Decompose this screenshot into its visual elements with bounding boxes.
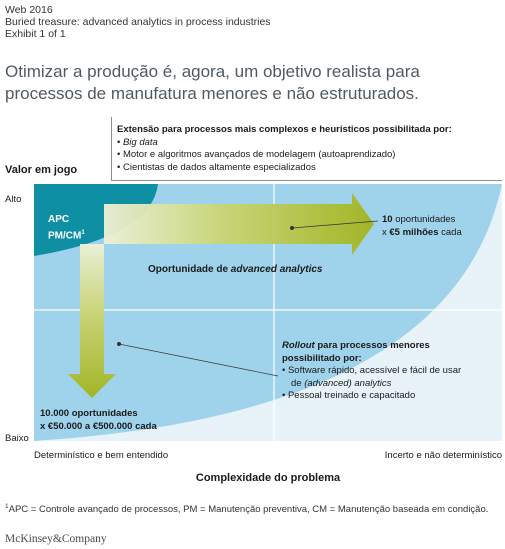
pointer-dot-bottom — [117, 342, 121, 346]
rollout-bullet: • Pessoal treinado e capacitado — [282, 390, 416, 401]
source-label: Web 2016 — [5, 4, 53, 16]
y-axis-title: Valor em jogo — [5, 164, 78, 176]
x-axis-right-label: Incerto e não determinístico — [384, 450, 502, 461]
apc-label-text: PM/CM — [48, 229, 82, 241]
rollout-title-italic: Rollout — [282, 340, 315, 351]
apc-region — [34, 184, 158, 256]
top-callout-bullet-text: Cientistas de dados altamente especializ… — [122, 161, 316, 173]
top-callout-bullet-text: Big data — [122, 136, 158, 148]
top-right-quantity: 10 oportunidades x €5 milhões cada — [382, 214, 462, 239]
apc-label-line1: APC — [48, 214, 70, 225]
top-right-line2: x €5 milhões cada — [382, 227, 462, 240]
vertical-arrow — [68, 244, 116, 398]
rollout-bullet-cont-text: de — [291, 377, 305, 389]
top-callout-bullet: • Cientistas de dados altamente especial… — [117, 161, 316, 173]
footnote: 1APC = Controle avançado de processos, P… — [5, 501, 500, 516]
rollout-title-line2: possibilitado por: — [282, 352, 362, 364]
analytics-opportunity-region — [34, 184, 502, 441]
rollout-bullet-cont: de (advanced) analytics — [282, 378, 461, 391]
callout-divider-left — [111, 117, 112, 181]
rollout-title-rest: para processos menores — [314, 340, 430, 351]
top-callout-bullet-text: Motor e algoritmos avançados de modelage… — [122, 149, 396, 160]
brand-logo: McKinsey&Company — [5, 533, 107, 545]
top-right-count-suffix: oportunidades — [392, 214, 456, 225]
top-callout-bullet: • Motor e algoritmos avançados de modela… — [117, 149, 396, 160]
opportunity-label-text: Oportunidade de — [148, 264, 231, 275]
footnote-marker: 1 — [5, 503, 9, 510]
apc-label: APC PM/CM1 — [48, 214, 85, 242]
diagram-graphic — [34, 184, 502, 441]
bottom-left-line2: x €50.000 a €500.000 cada — [40, 420, 157, 432]
top-callout-bullet: • Big data — [117, 136, 158, 148]
top-callout-title: Extensão para processos mais complexos e… — [117, 124, 452, 135]
x-axis-left-label: Determinístico e bem entendido — [34, 450, 169, 461]
horizontal-arrow — [104, 193, 374, 255]
opportunity-label: Oportunidade de advanced analytics — [148, 264, 323, 277]
x-axis-title: Complexidade do problema — [195, 472, 341, 484]
apc-label-line2: PM/CM1 — [48, 227, 85, 243]
bottom-left-line1: 10.000 oportunidades — [40, 408, 138, 419]
rollout-bullet: • Software rápido, acessível e fácil de … — [282, 365, 462, 376]
bottom-left-quantity: 10.000 oportunidades x €50.000 a €500.00… — [40, 408, 157, 433]
pointer-line-top — [291, 220, 379, 229]
report-title: Buried treasure: advanced analytics in p… — [5, 16, 271, 28]
top-right-value: €5 milhões — [389, 226, 439, 238]
headline: Otimizar a produção é, agora, um objetiv… — [5, 62, 420, 103]
footnote-text: APC = Controle avançado de processos, PM… — [8, 504, 489, 516]
y-axis-high-label: Alto — [5, 194, 22, 205]
rollout-bullet-text: Software rápido, acessível e fácil de us… — [287, 365, 462, 376]
top-right-value-suffix: cada — [438, 226, 462, 238]
rollout-bullet-cont-italic: (advanced) analytics — [304, 377, 392, 389]
pointer-dot-top — [290, 226, 294, 230]
apc-footnote-marker: 1 — [81, 229, 85, 236]
exhibit-label: Exhibit 1 of 1 — [5, 28, 66, 40]
top-callout: Extensão para processos mais complexos e… — [117, 124, 452, 174]
callout-divider — [111, 180, 502, 181]
rollout-title: Rollout para processos menores — [282, 340, 461, 353]
pointer-line-bottom — [118, 343, 279, 377]
top-right-line1: 10 oportunidades — [382, 214, 462, 227]
rollout-bullet-text: Pessoal treinado e capacitado — [287, 390, 416, 401]
diagram-plot-area: APC PM/CM1 Oportunidade de advanced anal… — [34, 184, 502, 441]
opportunity-label-italic: advanced analytics — [230, 264, 323, 275]
y-axis-low-label: Baixo — [5, 433, 29, 444]
top-right-value-prefix: x — [382, 226, 390, 238]
top-right-count: 10 — [382, 214, 393, 225]
rollout-callout: Rollout para processos menores possibili… — [282, 340, 461, 403]
